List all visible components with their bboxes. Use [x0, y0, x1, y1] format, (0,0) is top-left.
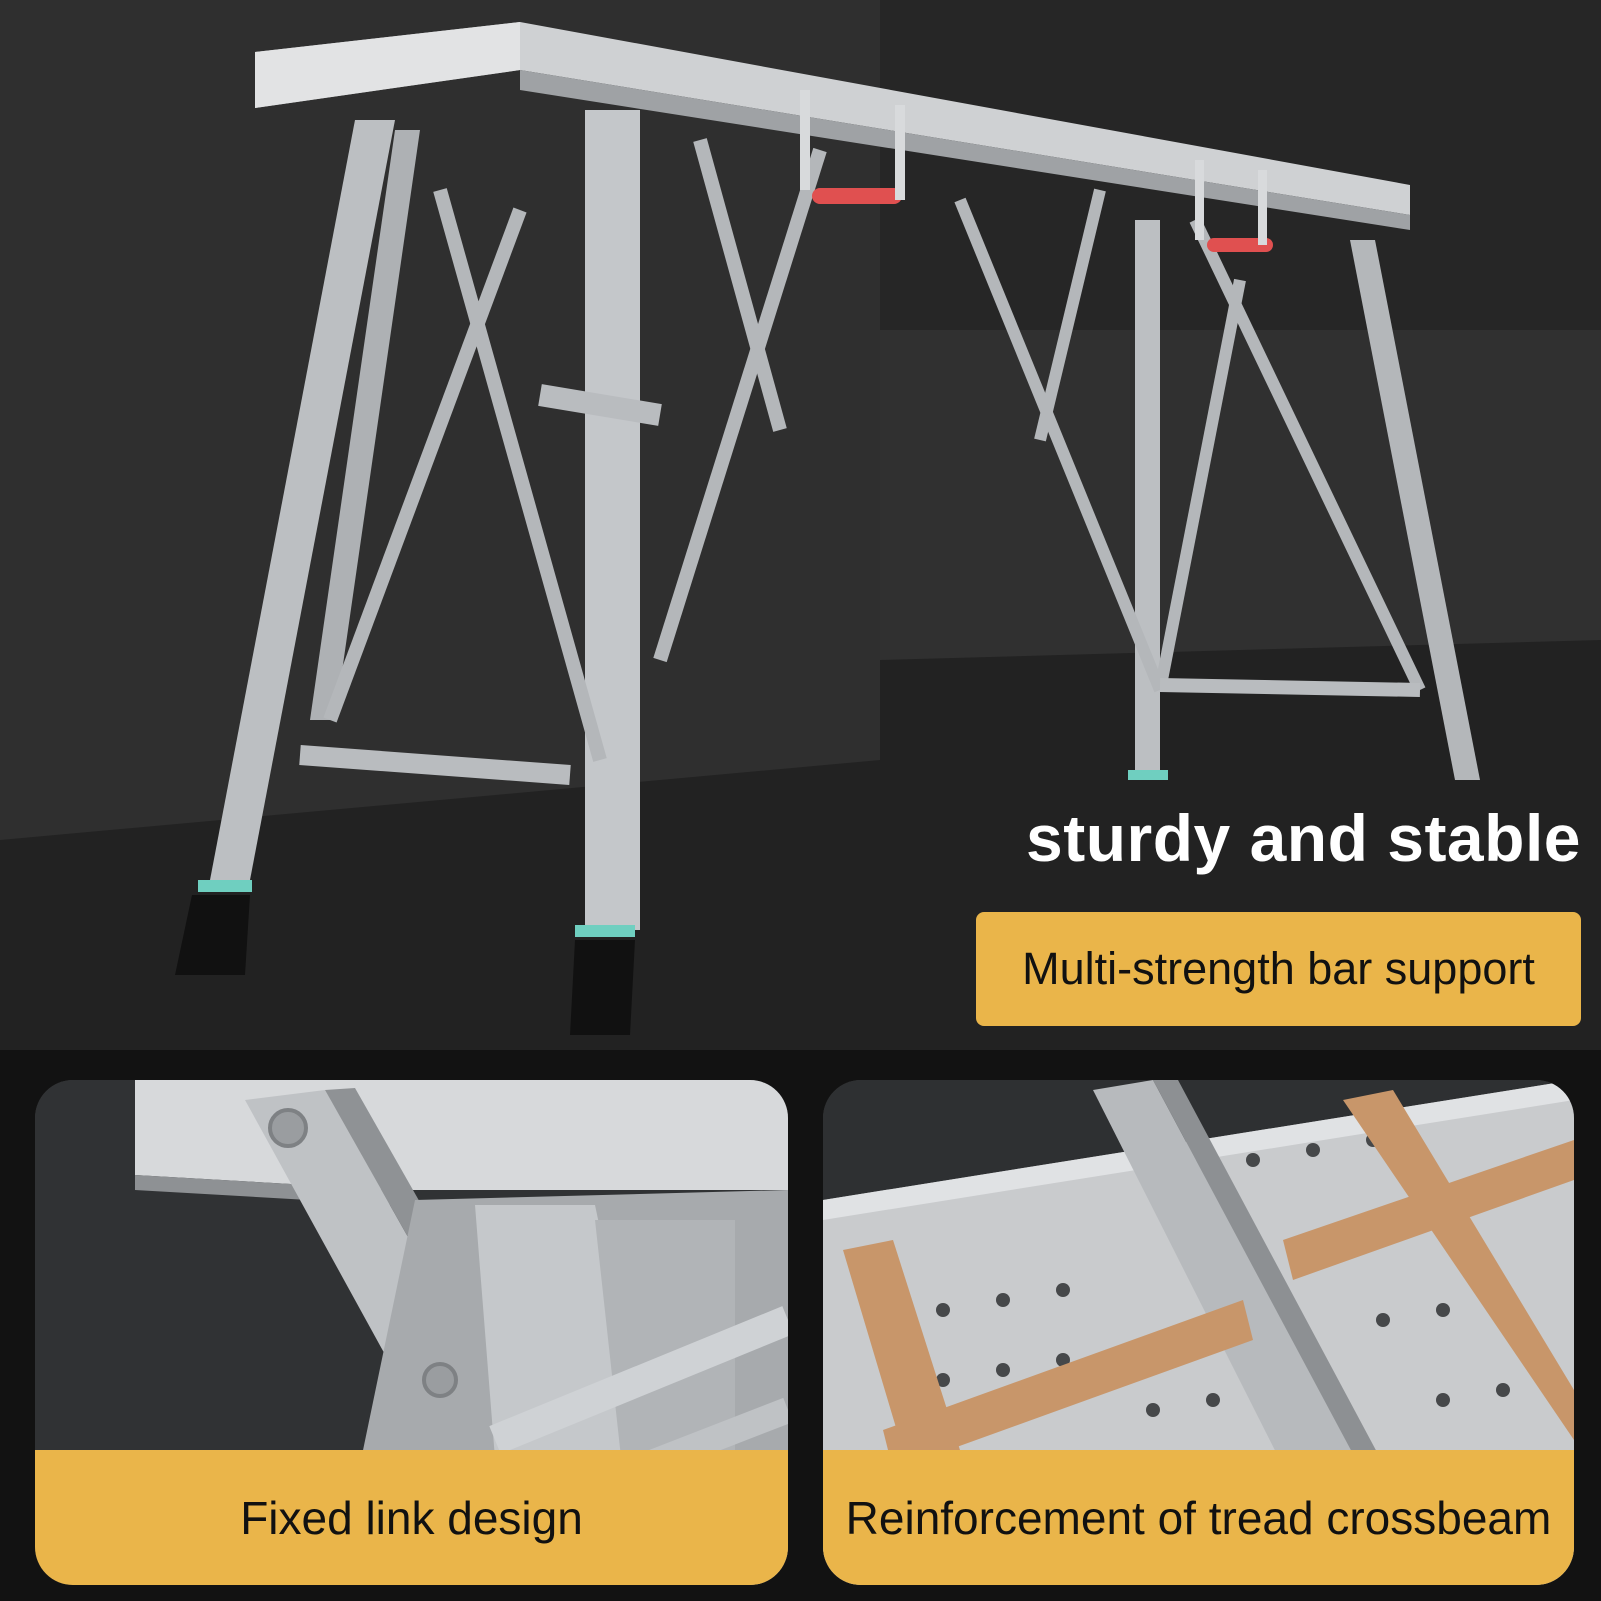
scaffold-illustration: [175, 22, 1480, 1035]
feature-card-crossbeam: Reinforcement of tread crossbeam: [823, 1080, 1574, 1585]
feature-badge: Multi-strength bar support: [976, 912, 1581, 1026]
feature-card-fixed-link: Fixed link design: [35, 1080, 788, 1585]
feature-detail-section: Fixed link design Reinforcement of trea: [0, 1050, 1601, 1601]
caption-crossbeam: Reinforcement of tread crossbeam: [823, 1450, 1574, 1585]
headline: sturdy and stable: [1026, 801, 1581, 875]
caption-fixed-link: Fixed link design: [35, 1450, 788, 1585]
hero-banner: sturdy and stable Multi-strength bar sup…: [0, 0, 1601, 1050]
